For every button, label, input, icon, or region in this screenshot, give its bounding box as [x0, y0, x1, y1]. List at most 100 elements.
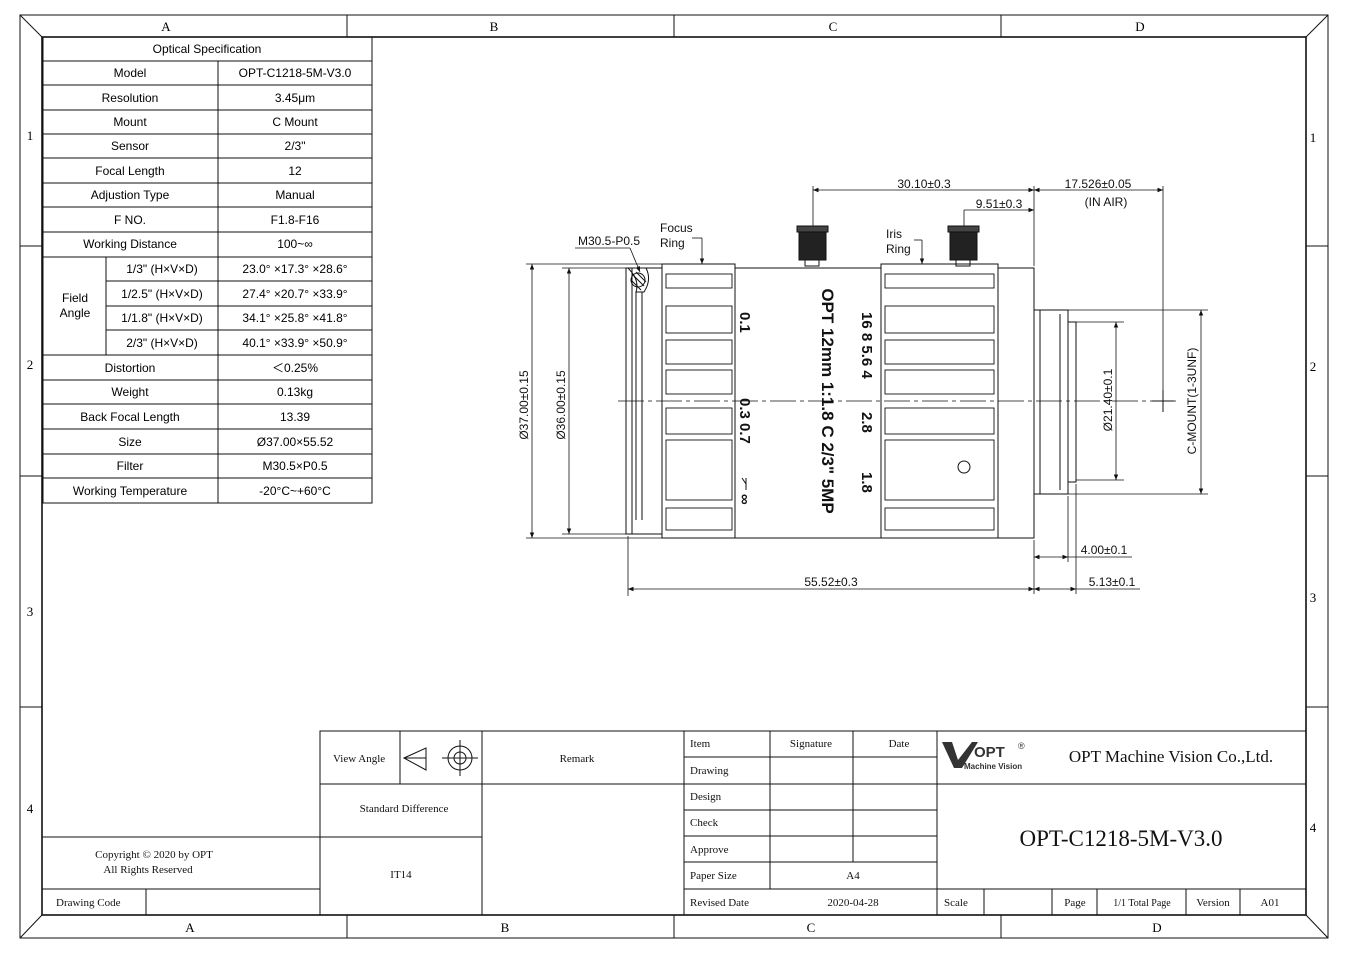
focus-ring-grip [665, 273, 733, 531]
spec-value-size: Ø37.00×55.52 [257, 435, 334, 449]
spec-value-resolution: 3.45μm [275, 91, 315, 105]
col-label-c-top: C [829, 19, 838, 34]
spec-value-model: OPT-C1218-5M-V3.0 [239, 66, 352, 80]
spec-value-working-distance: 100~∞ [277, 237, 313, 251]
field-angle-value-2: 27.4° ×20.7° ×33.9° [242, 287, 347, 301]
paper-size-value: A4 [846, 870, 860, 882]
standard-difference-label: Standard Difference [360, 803, 449, 815]
field-angle-sensor-2: 1/2.5" (H×V×D) [121, 287, 203, 301]
iris-scale-1-8: 1.8 [858, 472, 875, 493]
copyright-line-1: Copyright © 2020 by OPT [95, 849, 213, 861]
spec-label-weight: Weight [111, 385, 149, 399]
third-angle-projection-icon [402, 740, 478, 776]
dim-diameter-36: Ø36.00±0.15 [554, 370, 568, 440]
row-label-4-right: 4 [1310, 820, 1317, 835]
item-label: Item [690, 738, 711, 750]
barrel-engraving: OPT 12mm 1:1.8 C 2/3" 5MP [818, 288, 837, 513]
title-block [42, 730, 1307, 916]
spec-label-size: Size [118, 435, 142, 449]
spec-label-f-no: F NO. [114, 213, 146, 227]
spec-label-resolution: Resolution [102, 91, 159, 105]
spec-label-model: Model [114, 66, 147, 80]
paper-size-label: Paper Size [690, 870, 737, 882]
row-label-2-left: 2 [27, 357, 34, 372]
opt-logo-icon [942, 742, 978, 768]
spec-value-f-no: F1.8-F16 [271, 213, 320, 227]
spec-label-field-angle-2: Angle [60, 306, 91, 320]
col-label-b-bottom: B [501, 920, 510, 935]
date-label: Date [889, 738, 910, 750]
approve-label: Approve [690, 844, 729, 856]
copyright-line-2: All Rights Reserved [103, 864, 193, 876]
field-angle-value-4: 40.1° ×33.9° ×50.9° [242, 336, 347, 350]
dim-5-13: 5.13±0.1 [1089, 575, 1136, 589]
spec-value-focal-length: 12 [288, 164, 302, 178]
focus-ring-label-1: Focus [660, 221, 693, 235]
spec-label-working-temperature: Working Temperature [73, 484, 188, 498]
field-angle-sensor-1: 1/3" (H×V×D) [126, 262, 198, 276]
row-label-2-right: 2 [1310, 359, 1317, 374]
col-label-c-bottom: C [807, 920, 816, 935]
focus-scale-infinity: ∞ [736, 494, 753, 505]
signature-label: Signature [790, 738, 832, 750]
spec-title: Optical Specification [153, 42, 262, 56]
col-label-d-top: D [1135, 19, 1144, 34]
total-page-label: 1/1 Total Page [1113, 898, 1171, 909]
iris-ring-label-1: Iris [886, 227, 902, 241]
title-block-text: View Angle Remark Standard Difference IT… [56, 738, 1279, 909]
svg-text:®: ® [1018, 741, 1025, 751]
iris-ring-grip [884, 273, 995, 531]
col-label-a-bottom: A [185, 920, 195, 935]
spec-value-sensor: 2/3" [285, 139, 306, 153]
spec-value-back-focal-length: 13.39 [280, 410, 310, 424]
company-name: OPT Machine Vision Co.,Ltd. [1069, 747, 1273, 766]
drawing-label: Drawing [690, 765, 729, 777]
spec-label-back-focal-length: Back Focal Length [80, 410, 179, 424]
spec-value-distortion: ＜0.25% [272, 361, 318, 375]
iris-ring-label-2: Ring [886, 242, 911, 256]
col-label-d-bottom: D [1152, 920, 1161, 935]
focus-infinity-arrow [741, 477, 747, 490]
row-label-1-right: 1 [1310, 130, 1317, 145]
iris-index-mark [957, 460, 971, 474]
row-label-3-right: 3 [1310, 590, 1317, 605]
spec-label-adjustion-type: Adjustion Type [91, 188, 170, 202]
dim-55-52: 55.52±0.3 [804, 575, 858, 589]
spec-label-working-distance: Working Distance [83, 237, 177, 251]
spec-value-weight: 0.13kg [277, 385, 313, 399]
field-angle-value-1: 23.0° ×17.3° ×28.6° [242, 262, 347, 276]
field-angle-sensor-3: 1/1.8" (H×V×D) [121, 311, 203, 325]
drawing-frame [19, 14, 1329, 939]
page-label: Page [1064, 897, 1086, 909]
dim-diameter-21-4: Ø21.40±0.1 [1101, 368, 1115, 431]
scale-label: Scale [944, 897, 968, 909]
tolerance-it14: IT14 [390, 869, 412, 881]
spec-value-filter: M30.5×P0.5 [262, 459, 327, 473]
part-number: OPT-C1218-5M-V3.0 [1020, 826, 1223, 851]
focus-scale-0-1: 0.1 [736, 312, 753, 333]
dimension-lines [526, 186, 1208, 596]
frame-zone-labels: A B C D A B C D 1 2 3 4 1 2 3 4 [27, 19, 1317, 935]
field-angle-value-3: 34.1° ×25.8° ×41.8° [242, 311, 347, 325]
thread-label: M30.5-P0.5 [578, 234, 640, 248]
row-label-4-left: 4 [27, 801, 34, 816]
spec-label-sensor: Sensor [111, 139, 149, 153]
col-label-b-top: B [490, 19, 499, 34]
revised-date-value: 2020-04-28 [827, 897, 879, 909]
opt-logo-subtext: Machine Vision [964, 762, 1022, 771]
check-label: Check [690, 817, 719, 829]
spec-value-adjustion-type: Manual [275, 188, 314, 202]
lens-side-view [618, 225, 1180, 539]
spec-label-filter: Filter [117, 459, 144, 473]
dimension-labels: 30.10±0.3 17.526±0.05 (IN AIR) 9.51±0.3 … [517, 177, 1199, 589]
remark-label: Remark [560, 753, 595, 765]
iris-scale-16-8-5-6-4: 16 8 5.6 4 [858, 312, 875, 379]
dim-9-51: 9.51±0.3 [976, 197, 1023, 211]
row-label-3-left: 3 [27, 604, 34, 619]
field-angle-sensor-4: 2/3" (H×V×D) [126, 336, 198, 350]
barrel-markings: OPT 12mm 1:1.8 C 2/3" 5MP 0.1 0.3 0.7 ∞ … [736, 288, 875, 513]
version-value: A01 [1261, 897, 1280, 909]
spec-label-mount: Mount [113, 115, 147, 129]
drawing-code-label: Drawing Code [56, 897, 121, 909]
